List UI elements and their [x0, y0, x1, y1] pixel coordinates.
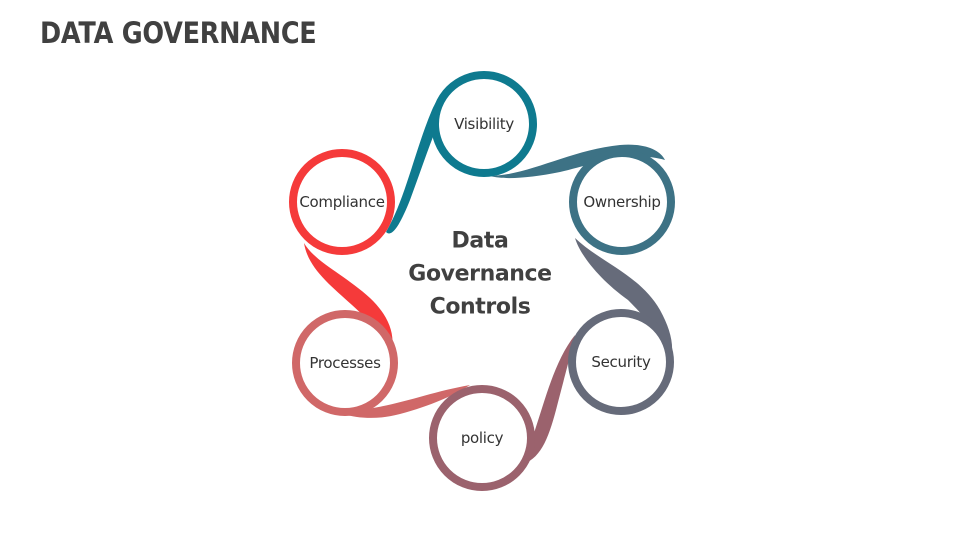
ribbon-compliance-visibility	[386, 87, 458, 234]
node-label-processes: Processes	[309, 354, 381, 372]
node-ring-policy	[429, 385, 535, 491]
node-ring-processes	[292, 310, 398, 416]
node-label-security: Security	[591, 353, 651, 371]
center-title: Data Governance Controls	[408, 225, 552, 324]
node-label-visibility: Visibility	[454, 115, 514, 133]
node-label-compliance: Compliance	[299, 193, 385, 211]
node-ring-ownership	[569, 149, 675, 255]
node-label-ownership: Ownership	[583, 193, 661, 211]
node-ring-compliance	[289, 149, 395, 255]
ribbon-policy-processes	[315, 385, 470, 418]
slide-title: DATA GOVERNANCE	[40, 16, 317, 50]
node-label-policy: policy	[460, 429, 504, 447]
center-line-3: Controls	[429, 294, 531, 320]
node-ring-security	[568, 309, 674, 415]
center-line-1: Data	[451, 228, 509, 254]
center-line-2: Governance	[408, 261, 552, 287]
node-ring-visibility	[431, 71, 537, 177]
ribbon-ownership-security	[575, 238, 673, 370]
ribbon-security-policy	[520, 335, 575, 465]
